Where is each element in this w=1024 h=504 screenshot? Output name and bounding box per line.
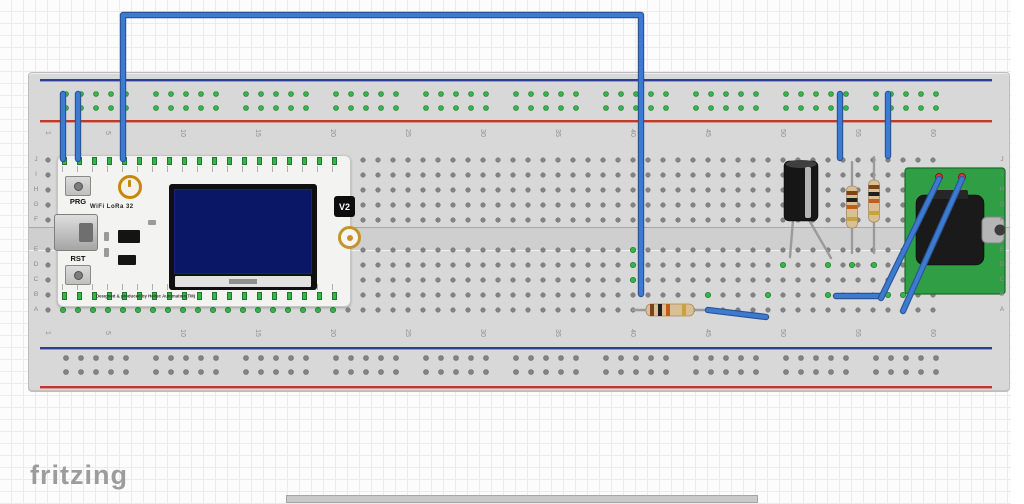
prg-button (65, 176, 91, 196)
heltec-pin (61, 157, 67, 165)
version-badge: V2 (334, 196, 355, 217)
prg-button-label: PRG (69, 197, 87, 206)
heltec-pin (301, 292, 307, 300)
pin-labels-top (62, 166, 346, 172)
rst-button-cap (74, 271, 83, 280)
oled-screen (174, 189, 312, 274)
heltec-pin (76, 292, 82, 300)
heltec-pin (241, 292, 247, 300)
smd-component (104, 232, 109, 241)
heltec-pin (226, 292, 232, 300)
heltec-pin (136, 157, 142, 165)
heltec-pin (61, 292, 67, 300)
rst-button (65, 265, 91, 285)
heltec-pin (286, 157, 292, 165)
oled-display (169, 184, 317, 290)
heltec-pin (331, 292, 337, 300)
gold-connector-icon (118, 175, 142, 199)
heltec-pin (241, 157, 247, 165)
antenna-connector-icon (338, 226, 361, 249)
smd-component (148, 220, 156, 225)
heltec-pin (181, 157, 187, 165)
heltec-pin (151, 157, 157, 165)
heltec-pin (196, 292, 202, 300)
ic-chip (118, 255, 136, 265)
heltec-pin (331, 157, 337, 165)
heltec-pin (226, 157, 232, 165)
fritzing-logo: fritzing (30, 460, 128, 490)
heltec-pin (166, 157, 172, 165)
usb-slot (79, 223, 93, 242)
heltec-pin (76, 157, 82, 165)
horizontal-scrollbar[interactable] (286, 495, 758, 503)
heltec-pin (316, 157, 322, 165)
prg-button-cap (74, 182, 83, 191)
heltec-pin (211, 157, 217, 165)
heltec-pin (301, 157, 307, 165)
heltec-pin (196, 157, 202, 165)
heltec-footer-text: Designed & produced by Heltec Automation… (96, 294, 196, 300)
heltec-pin (316, 292, 322, 300)
rst-button-label: RST (70, 254, 86, 263)
heltec-pin (91, 157, 97, 165)
board-name-label: WiFi LoRa 32 (90, 204, 134, 210)
smd-component (104, 248, 109, 257)
oled-ribbon (175, 276, 311, 287)
heltec-pin (256, 157, 262, 165)
heltec-pin (211, 292, 217, 300)
ic-chip (118, 230, 140, 243)
heltec-pin (256, 292, 262, 300)
heltec-pin (271, 157, 277, 165)
micro-usb-connector (54, 214, 98, 251)
heltec-pin (121, 157, 127, 165)
heltec-wifi-lora-32-board[interactable]: PRG RST WiFi LoRa 32 V2 Designed & produ… (54, 155, 361, 307)
canvas-right-margin (1011, 0, 1024, 504)
heltec-pin (286, 292, 292, 300)
heltec-pin (271, 292, 277, 300)
heltec-pin (106, 157, 112, 165)
